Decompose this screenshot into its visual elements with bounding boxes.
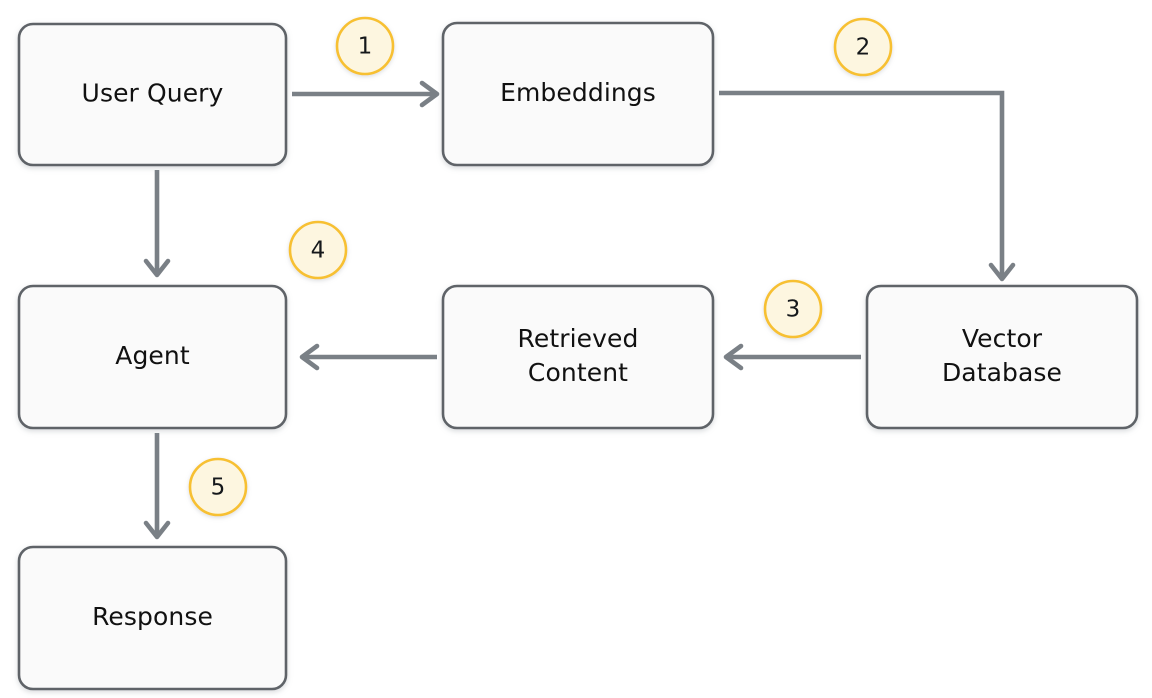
arrowhead-icon	[143, 520, 171, 540]
step-badge-4: 4	[288, 220, 348, 280]
node-response[interactable]: Response	[17, 545, 288, 691]
edge-embeddings-to-vector-database	[719, 90, 1016, 282]
node-shape	[865, 284, 1139, 430]
arrowhead-icon	[143, 258, 171, 278]
edge-retrieved-content-to-agent	[299, 343, 437, 371]
node-shape	[17, 284, 288, 430]
badge-label: 2	[856, 35, 871, 61]
edge-user-query-to-agent	[143, 170, 171, 278]
badge-label: 4	[311, 238, 326, 264]
arrowhead-icon	[723, 343, 744, 371]
edge-line	[719, 90, 1005, 276]
badge-circle	[763, 279, 823, 339]
node-label: Agent	[115, 341, 190, 370]
edges-layer	[143, 80, 1016, 540]
edge-user-query-to-embeddings	[292, 80, 440, 108]
badge-circle	[288, 220, 348, 280]
step-badges-layer: 1 2 3 4 5	[188, 16, 893, 517]
node-shape	[17, 22, 288, 167]
node-user-query[interactable]: User Query	[17, 22, 288, 167]
node-embeddings[interactable]: Embeddings	[441, 21, 715, 167]
badge-label: 1	[358, 34, 373, 60]
edge-vector-database-to-retrieved-content	[723, 343, 861, 371]
node-shape	[17, 545, 288, 691]
badge-label: 5	[211, 475, 226, 501]
badge-circle	[833, 17, 893, 77]
node-agent[interactable]: Agent	[17, 284, 288, 430]
badge-circle	[188, 457, 248, 517]
arrowhead-icon	[419, 80, 440, 108]
badge-label: 3	[786, 297, 801, 323]
arrowhead-icon	[299, 343, 320, 371]
node-shape	[441, 21, 715, 167]
step-badge-1: 1	[335, 16, 395, 76]
step-badge-2: 2	[833, 17, 893, 77]
step-badge-5: 5	[188, 457, 248, 517]
edge-agent-to-response	[143, 433, 171, 540]
node-label: Embeddings	[500, 78, 656, 107]
node-shape	[441, 284, 715, 430]
step-badge-3: 3	[763, 279, 823, 339]
node-label: User Query	[82, 79, 224, 108]
badge-circle	[335, 16, 395, 76]
arrowhead-icon	[988, 262, 1016, 282]
node-label: Response	[92, 602, 213, 631]
